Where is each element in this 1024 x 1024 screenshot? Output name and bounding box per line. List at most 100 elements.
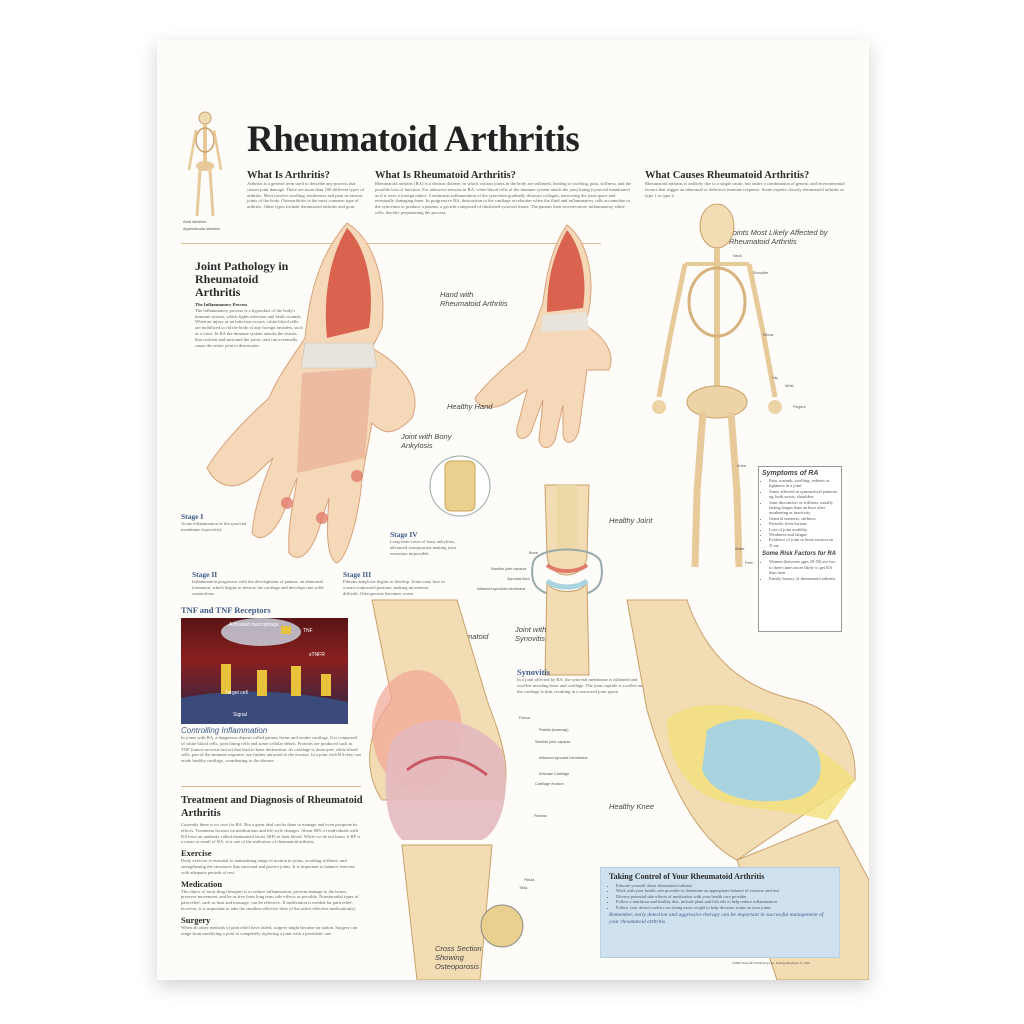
tnf-heading: TNF and TNF Receptors <box>181 605 271 615</box>
what-is-arthritis-heading: What Is Arthritis? <box>247 170 330 181</box>
stage-3-body: Fibrous ankylosis begins to develop. Joi… <box>343 579 445 596</box>
knee-label-tibia: Tibia <box>519 886 528 890</box>
joint-label-fluid: Synovial fluid <box>507 577 530 581</box>
tnf-label-stnfr: sTNFR <box>309 652 325 658</box>
tnf-label-macrophage: Activated macrophage <box>229 622 279 628</box>
taking-control-item: Work with your health care provider to d… <box>616 888 831 893</box>
skeleton-label-wrist: Wrist <box>785 384 794 388</box>
caption-healthy-knee: Healthy Knee <box>609 802 655 811</box>
symptom-item: Periodic fever/sweats <box>769 521 838 526</box>
legend-appendicular: Appendicular skeleton <box>183 227 221 231</box>
taking-control-panel: Taking Control of Your Rheumatoid Arthri… <box>600 867 840 958</box>
what-causes: What Causes Rheumatoid Arthritis? Rheuma… <box>645 170 845 198</box>
stage-2-label: Stage II <box>192 570 218 579</box>
exercise-heading: Exercise <box>181 848 212 859</box>
symptom-item: Loss of joint mobility <box>769 527 838 532</box>
treatment: Treatment and Diagnosis of Rheumatoid Ar… <box>181 794 363 936</box>
treatment-heading: Treatment and Diagnosis of Rheumatoid Ar… <box>181 795 363 819</box>
what-causes-heading: What Causes Rheumatoid Arthritis? <box>645 170 810 181</box>
skeleton-label-feet: Feet <box>745 561 753 565</box>
treatment-body: Currently there is no cure for RA. But a… <box>181 822 361 845</box>
surgery-body: When all other methods of pain relief ha… <box>181 924 358 936</box>
symptom-item: Weakness and fatigue <box>769 532 838 537</box>
symptoms-box: Symptoms of RA Pain, warmth, swelling, r… <box>758 466 842 632</box>
knee-label-patella: Patella (kneecap) <box>539 728 569 732</box>
symptom-item: Evidence of joint or bone erosion on X-r… <box>769 537 838 548</box>
page-title: Rheumatoid Arthritis <box>247 119 580 160</box>
joint-illustration <box>531 484 603 676</box>
joint-pathology-body: The inflammatory process is a byproduct … <box>195 307 303 348</box>
surgery-heading: Surgery <box>181 914 211 925</box>
synovitis-heading: Synovitis <box>517 667 551 677</box>
controlling-body: In joints with RA, a dangerous deposit c… <box>181 735 361 764</box>
what-causes-body: Rheumatoid arthritis is unlikely due to … <box>645 181 845 198</box>
risk-item: Family history of rheumatoid arthritis <box>769 576 838 581</box>
symptoms-list: Pain, warmth, swelling, redness or tight… <box>762 478 838 548</box>
controlling-heading: Controlling Inflammation <box>181 726 268 735</box>
tnf-label-tnf: TNF <box>303 628 313 634</box>
risk-factors-list: Women (between ages 20-50) are two to th… <box>762 559 838 581</box>
bony-ankylosis-inset <box>429 455 491 517</box>
what-is-arthritis-body: Arthritis is a general term used to desc… <box>247 181 365 210</box>
what-is-ra-body: Rheumatoid arthritis (RA) is a chronic d… <box>375 181 632 215</box>
knee-label-erosion: Cartilage erosion <box>535 782 564 786</box>
stage-4: Stage IV Long-term cases of bony ankylos… <box>390 530 460 556</box>
stage-1: Stage I Acute inflammation of the synovi… <box>181 512 251 533</box>
symptoms-heading: Symptoms of RA <box>762 470 819 477</box>
poster: Axial skeleton Appendicular skeleton Rhe… <box>157 40 869 980</box>
joint-label-membrane: Inflamed synovial membrane <box>477 587 526 591</box>
stage-2: Stage II Inflammation progresses with th… <box>192 570 332 596</box>
caption-joint-synovitis: Joint with Synovitis <box>515 625 547 643</box>
risk-factors-heading: Some Risk Factors for RA <box>762 551 837 558</box>
caption-cross-section: Cross Section Showing Osteoporosis <box>435 944 482 971</box>
what-is-ra: What Is Rheumatoid Arthritis? Rheumatoid… <box>375 170 633 216</box>
taking-control-list: Educate yourself about rheumatoid arthri… <box>609 883 831 910</box>
inflammatory-process-subheading: The Inflammatory Process <box>195 302 248 307</box>
tnf-label-signal: Signal <box>233 712 247 718</box>
medication-body: The object of most drug therapies is to … <box>181 888 359 911</box>
skeleton-label-knee: Knee <box>737 464 746 468</box>
caption-healthy-hand: Healthy Hand <box>447 402 493 411</box>
skeleton-label-ankle: Ankle <box>735 547 745 551</box>
knee-label-capsule: Swollen joint capsule <box>535 740 571 744</box>
caption-hand-ra: Hand with Rheumatoid Arthritis <box>440 290 508 308</box>
taking-control-item: Follow a nutritious and healthy diet, in… <box>616 899 831 904</box>
knee-label-fibula: Fibula <box>524 878 535 882</box>
exercise-body: Daily exercise is essential to maintaini… <box>181 858 355 875</box>
skeleton-label-neck: Neck <box>733 254 742 258</box>
symptom-item: Pain, warmth, swelling, redness or tight… <box>769 478 838 489</box>
medication-heading: Medication <box>181 878 223 889</box>
skeleton-thumbnail-icon <box>187 111 223 217</box>
knee-label-cartilage: Articular Cartilage <box>539 772 570 776</box>
skeleton-label-hip: Hip <box>772 376 778 380</box>
stage-1-body: Acute inflammation of the synovial membr… <box>181 521 247 532</box>
synovitis-body: In a joint affected by RA, the synovial … <box>517 677 645 694</box>
controlling-inflammation: Controlling Inflammation In joints with … <box>181 726 361 764</box>
joint-label-bone: Bone <box>529 551 538 555</box>
divider-top <box>181 243 601 244</box>
taking-control-heading: Taking Control of Your Rheumatoid Arthri… <box>609 872 765 881</box>
symptom-item: General soreness, stiffness <box>769 516 838 521</box>
taking-control-item: Educate yourself about rheumatoid arthri… <box>616 883 831 888</box>
stage-4-body: Long-term cases of bony ankylosis, advan… <box>390 539 456 556</box>
symptom-item: Joints affected in symmetrical patterns,… <box>769 489 838 500</box>
caption-joints-affected: Joints Most Likely Affected by Rheumatoi… <box>729 228 828 246</box>
what-is-ra-heading: What Is Rheumatoid Arthritis? <box>375 170 516 181</box>
stage-2-body: Inflammation progresses with the develop… <box>192 579 324 596</box>
knee-label-pannus: Pannus <box>534 814 547 818</box>
skeleton-illustration <box>652 203 782 568</box>
skeleton-label-elbow: Elbow <box>763 333 774 337</box>
what-is-arthritis: What Is Arthritis? Arthritis is a genera… <box>247 170 367 210</box>
footer-copyright: ©2000 Scientific Publishing Ltd., Rollin… <box>732 961 810 965</box>
divider-treatment <box>181 786 361 787</box>
skeleton-label-fingers: Fingers <box>793 405 806 409</box>
skeleton-label-shoulder: Shoulder <box>753 271 769 275</box>
joint-pathology: Joint Pathology in Rheumatoid Arthritis … <box>195 260 303 348</box>
stage-4-label: Stage IV <box>390 530 418 539</box>
knee-label-femur: Femur <box>519 716 530 720</box>
taking-control-item: Discuss potential side effects of medica… <box>616 894 831 899</box>
stage-3-label: Stage III <box>343 570 372 579</box>
legend-axial: Axial skeleton <box>183 220 207 224</box>
stage-1-label: Stage I <box>181 512 204 521</box>
joint-label-capsule: Swollen joint capsule <box>491 567 527 571</box>
